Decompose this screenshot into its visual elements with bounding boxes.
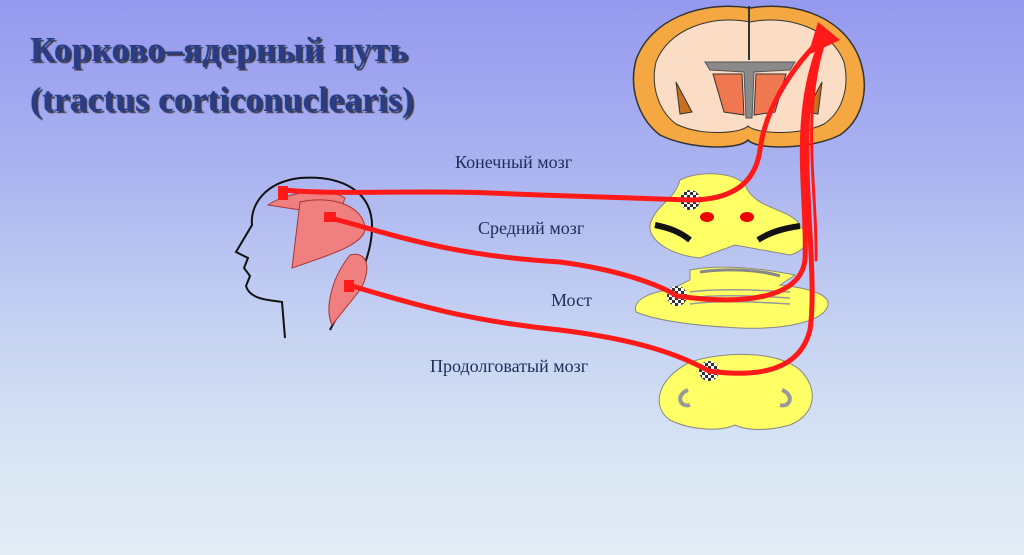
midbrain-section — [649, 173, 807, 259]
medulla-section — [658, 354, 813, 430]
label-midbrain: Средний мозг — [478, 218, 585, 238]
tract-origin-marker — [278, 186, 288, 200]
tract-arrowhead — [808, 22, 840, 55]
corticonuclear-tract — [282, 37, 827, 376]
tract-origin-marker — [324, 212, 336, 222]
title-line-2: (tractus corticonuclearis) — [30, 80, 414, 119]
label-telencephalon: Конечный мозг — [455, 152, 573, 172]
tract-origin-marker — [344, 280, 354, 292]
title-line-1: Корково–ядерный путь — [30, 30, 409, 69]
label-medulla: Продолговатый мозг — [430, 356, 589, 376]
label-pons: Мост — [551, 290, 592, 310]
brain-coronal-section — [632, 5, 865, 148]
